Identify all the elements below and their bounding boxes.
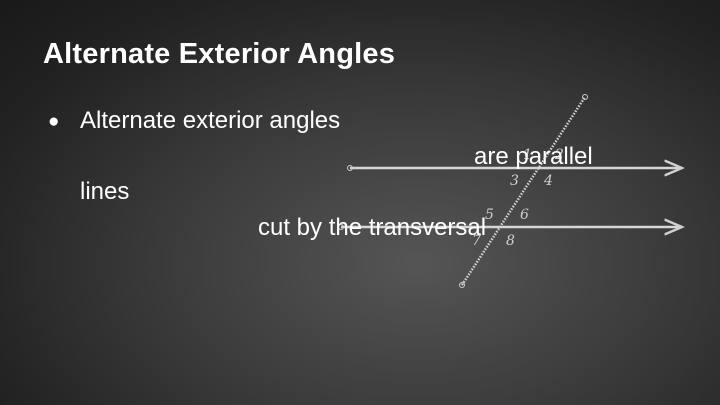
angle-label-8: 8 [506,233,515,249]
angle-label-3: 3 [510,173,519,189]
body-text-line-4: cut by the transversal [258,214,487,241]
transversal-end-bottom [459,282,465,288]
body-text-line-2: are parallel [474,143,593,170]
angle-label-5: 5 [485,207,494,223]
angle-label-2: 2 [554,147,564,163]
parallel-line-top-start [347,165,353,171]
transversal-line [460,96,587,286]
angle-label-6: 6 [520,207,529,223]
angle-label-1: 1 [523,147,532,163]
parallel-line-bottom-start [338,224,344,230]
body-text-line-1: Alternate exterior angles [80,107,341,134]
body-text-line-3: lines [80,178,130,205]
bullet-marker: ● [48,111,60,132]
slide-title: Alternate Exterior Angles [43,38,396,70]
angle-label-7: 7 [472,233,481,249]
angle-label-4: 4 [543,173,553,189]
transversal-end-top [582,94,588,100]
parallel-lines-diagram: 1 2 3 4 5 6 7 8 [338,94,700,288]
